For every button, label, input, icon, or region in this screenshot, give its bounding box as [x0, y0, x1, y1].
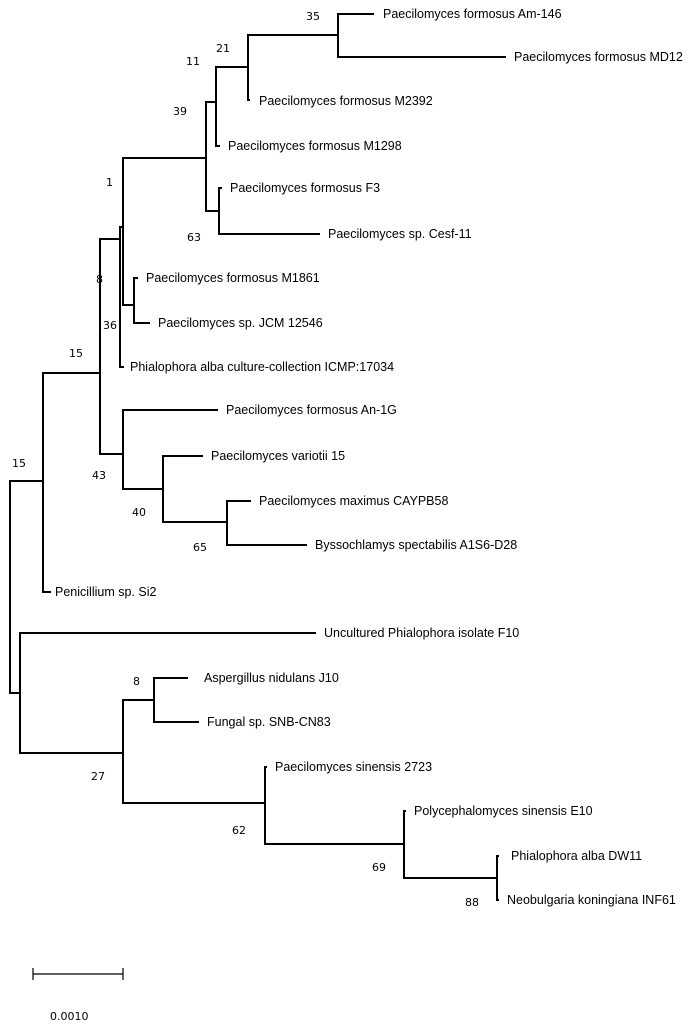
bootstrap-value: 40 — [132, 506, 146, 519]
bootstrap-value: 35 — [306, 10, 320, 23]
branch-upper-clade — [42, 372, 101, 593]
branch-node-35 — [337, 13, 506, 58]
scale-bar-line — [32, 968, 124, 980]
bootstrap-value: 43 — [92, 469, 106, 482]
leaf-label: Paecilomyces formosus F3 — [230, 181, 380, 195]
branch-node-65 — [226, 500, 307, 546]
leaf-label: Polycephalomyces sinensis E10 — [414, 804, 593, 818]
leaf-label: Paecilomyces formosus M1861 — [146, 271, 320, 285]
branch-node-36 — [133, 277, 150, 324]
bootstrap-value: 27 — [91, 770, 105, 783]
bootstrap-value: 36 — [103, 319, 117, 332]
branch-node-69 — [403, 810, 498, 879]
branch-node-63 — [218, 187, 320, 235]
branch-node-39 — [205, 101, 220, 212]
leaf-label: Paecilomyces sp. JCM 12546 — [158, 316, 323, 330]
bootstrap-labels: 35 21 11 39 1 63 8 36 15 43 40 65 15 8 2… — [12, 10, 479, 909]
leaf-label: Phialophora alba DW11 — [511, 849, 642, 863]
leaf-label: Fungal sp. SNB-CN83 — [207, 715, 331, 729]
bootstrap-value: 11 — [186, 55, 200, 68]
bootstrap-value: 21 — [216, 42, 230, 55]
leaf-label: Paecilomyces formosus M2392 — [259, 94, 433, 108]
tree-branches — [9, 13, 506, 901]
bootstrap-value: 1 — [106, 176, 113, 189]
branch-lower-clade — [19, 632, 316, 754]
leaf-label: Paecilomyces sinensis 2723 — [275, 760, 432, 774]
leaf-label: Paecilomyces formosus MD12 — [514, 50, 683, 64]
scale-bar: 0.0010 — [32, 968, 124, 1023]
branch-node-15 — [99, 238, 124, 455]
bootstrap-value: 69 — [372, 861, 386, 874]
branch-node-27 — [122, 699, 266, 804]
bootstrap-value: 39 — [173, 105, 187, 118]
leaf-label: Uncultured Phialophora isolate F10 — [324, 626, 519, 640]
branch-node-43 — [122, 409, 218, 490]
bootstrap-value: 62 — [232, 824, 246, 837]
scale-bar-label: 0.0010 — [50, 1010, 89, 1023]
leaf-labels: Paecilomyces formosus Am-146 Paecilomyce… — [55, 7, 683, 907]
branch-node-40 — [162, 455, 228, 523]
leaf-label: Aspergillus nidulans J10 — [204, 671, 339, 685]
bootstrap-value: 15 — [69, 347, 83, 360]
branch-node-88 — [496, 855, 499, 901]
leaf-label: Neobulgaria koningiana INF61 — [507, 893, 676, 907]
branch-node-62 — [264, 766, 405, 845]
branch-node-8b — [153, 677, 199, 723]
bootstrap-value: 88 — [465, 896, 479, 909]
leaf-label: Paecilomyces formosus M1298 — [228, 139, 402, 153]
leaf-label: Byssochlamys spectabilis A1S6-D28 — [315, 538, 517, 552]
leaf-label: Paecilomyces sp. Cesf-11 — [328, 227, 472, 241]
leaf-label: Paecilomyces formosus An-1G — [226, 403, 397, 417]
leaf-label: Penicillium sp. Si2 — [55, 585, 156, 599]
branch-node-1 — [122, 157, 207, 306]
leaf-label: Paecilomyces variotii 15 — [211, 449, 345, 463]
leaf-label: Phialophora alba culture-collection ICMP… — [130, 360, 394, 374]
leaf-label: Paecilomyces maximus CAYPB58 — [259, 494, 448, 508]
bootstrap-value: 15 — [12, 457, 26, 470]
bootstrap-value: 8 — [96, 273, 103, 286]
bootstrap-value: 8 — [133, 675, 140, 688]
branch-node-11 — [215, 66, 249, 147]
leaf-label: Paecilomyces formosus Am-146 — [383, 7, 562, 21]
branch-node-21 — [247, 34, 339, 101]
bootstrap-value: 65 — [193, 541, 207, 554]
branch-root — [9, 480, 44, 694]
bootstrap-value: 63 — [187, 231, 201, 244]
